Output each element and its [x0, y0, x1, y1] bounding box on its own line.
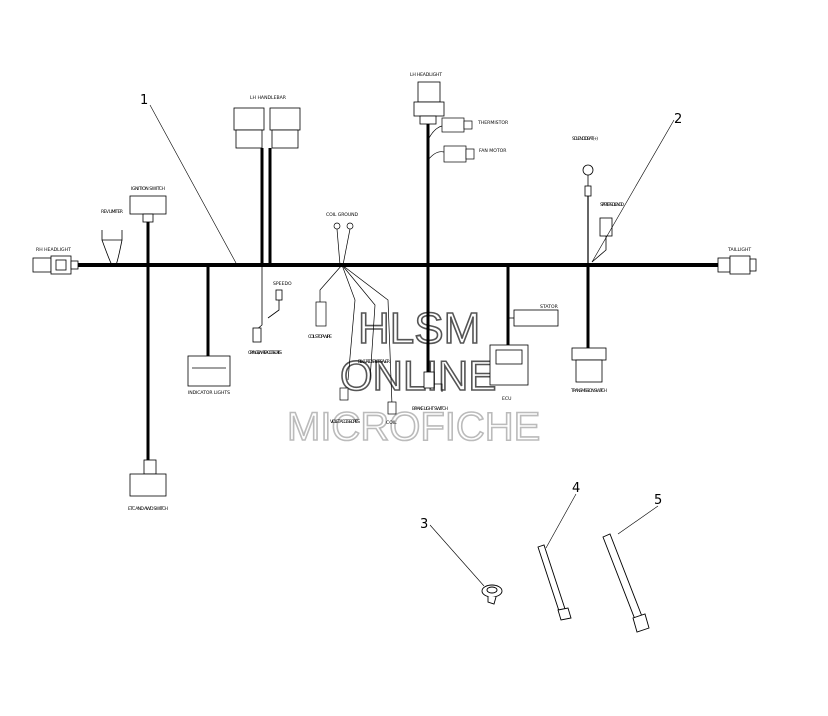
- starter-solenoid-connector: [591, 217, 613, 263]
- solenoid-label: SOLENOID BAT (+): [572, 136, 598, 142]
- speedo-label: SPEEDO: [273, 281, 292, 287]
- ecu-label: ECU: [502, 396, 511, 402]
- rh-headlight-connector: [32, 255, 79, 275]
- callout-5: 5: [654, 493, 662, 508]
- cable-tie-small-part: [537, 544, 572, 621]
- callout-4-leader: [545, 493, 577, 549]
- etc-awd-switch-label: ETC AND AWD SWITCH: [128, 506, 168, 512]
- brake-light-switch-label: BRAKE LIGHT SWITCH: [412, 406, 448, 412]
- callout-3-leader: [429, 524, 485, 587]
- coil-label: COIL: [386, 420, 397, 426]
- callout-3: 3: [420, 517, 428, 532]
- grommet-part: [481, 584, 503, 605]
- callout-5-leader: [617, 505, 659, 535]
- starter-solenoid-label: STARTER SOLENOID: [600, 202, 624, 208]
- black-red-splice-label: BLK & RED SPLICE SAVER: [358, 359, 391, 365]
- lh-headlight-connector: [413, 81, 445, 125]
- thermistor-connector: [427, 117, 475, 163]
- coil-stop-wire-label: COIL STOP WIRE: [308, 334, 332, 340]
- indicator-lights-label: INDICATOR LIGHTS: [188, 390, 230, 396]
- solenoid-terminal: [582, 164, 594, 265]
- callout-2-leader: [591, 119, 675, 263]
- callout-1-leader: [149, 104, 237, 264]
- transmission-switch-connector: [571, 347, 607, 383]
- brake-light-switch-connector: [423, 371, 443, 392]
- ignition-switch-connector: [129, 195, 167, 223]
- stator-label: STATOR: [540, 304, 559, 310]
- lh-handlebar-label: LH HANDLEBAR: [250, 95, 287, 101]
- transmission-switch-label: TRANSMISSION SWITCH: [570, 388, 607, 394]
- lh-headlight-label: LH HEADLIGHT: [410, 72, 442, 78]
- thermistor-label: THERMISTOR: [477, 120, 509, 126]
- rh-headlight-label: RH HEADLIGHT: [36, 247, 71, 253]
- rev-limiter-label: REV LIMITER: [101, 209, 124, 215]
- cable-tie-large-part: [602, 533, 650, 633]
- speedo-connector: [252, 265, 283, 343]
- rev-limiter-connector: [101, 230, 123, 266]
- callout-2: 2: [674, 112, 682, 127]
- watermark-line3: MICROFICHE: [287, 405, 540, 449]
- watermark-line2: ONLINE: [340, 352, 496, 399]
- ecu-connector: [489, 344, 529, 386]
- watermark: HLSM ONLINE MICROFICHE: [286, 303, 541, 450]
- lh-handlebar-connector: [233, 107, 301, 149]
- coil-ground-wires: [315, 222, 397, 415]
- indicator-lights-connector: [187, 355, 231, 387]
- fan-motor-label: FAN MOTOR: [479, 148, 507, 154]
- violet-accessories-label: VIOLET ACCESSORIES: [330, 419, 360, 425]
- watermark-line1: HLSM: [358, 304, 480, 353]
- callout-1: 1: [140, 93, 148, 108]
- stator-connector: [508, 309, 559, 327]
- taillight-label: TAILLIGHT: [727, 247, 751, 253]
- orange-white-accessories-label: ORANGE/WHITE ACCESSORIES: [248, 350, 282, 356]
- coil-ground-label: COIL GROUND: [326, 212, 358, 218]
- etc-awd-switch-connector: [129, 459, 167, 497]
- ignition-switch-label: IGNITION SWITCH: [131, 186, 165, 192]
- callout-4: 4: [572, 481, 580, 496]
- taillight-connector: [717, 255, 757, 275]
